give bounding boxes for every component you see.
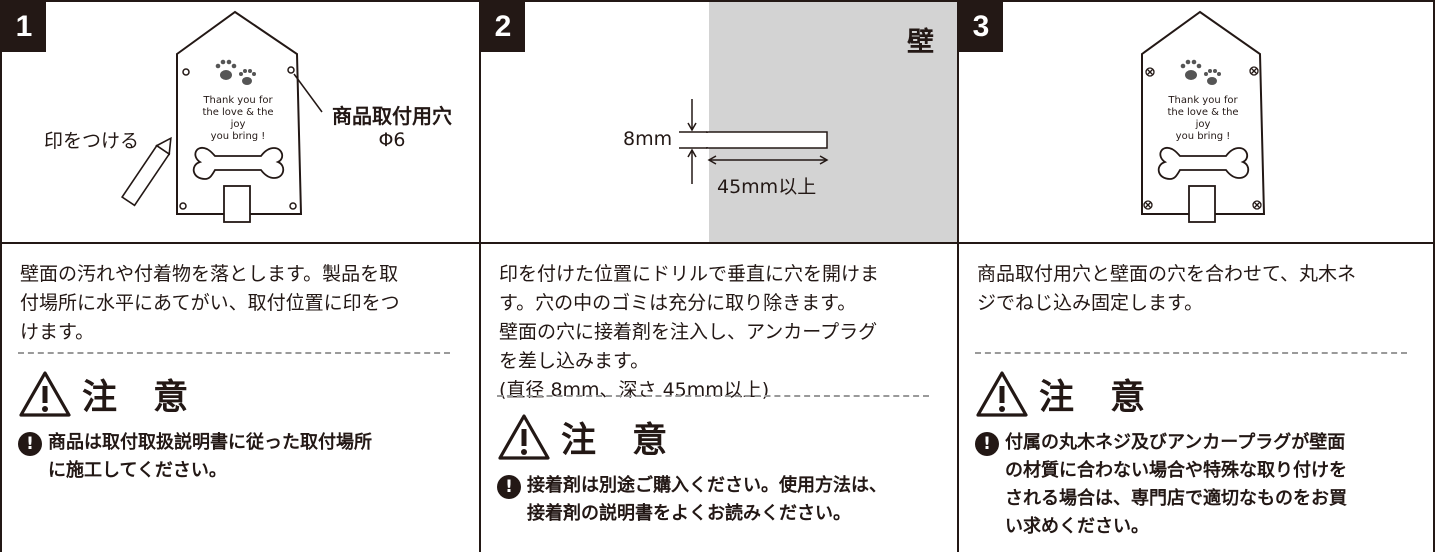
section-divider: [959, 242, 1433, 244]
section-divider: [2, 242, 480, 244]
step-panel-3: 3: [957, 2, 1435, 552]
caution-note: ! 接着剤は別途ご購入ください。使用方法は、 接着剤の説明書をよくお読みください…: [497, 472, 947, 528]
mark-label: 印をつける: [44, 130, 140, 152]
step-2-figure: 壁 2 8mm 45mm以上: [481, 2, 958, 242]
step-3-figure: 3: [959, 2, 1433, 242]
step-panel-1: 1: [0, 2, 480, 552]
dashed-separator: [497, 395, 929, 397]
mount-hole: [287, 66, 295, 74]
warning-triangle-icon: [19, 371, 71, 417]
step-number-badge: 1: [2, 2, 46, 52]
diameter-label: 8mm: [623, 128, 673, 150]
hole-label: 商品取付用穴 Φ6: [332, 104, 452, 151]
wall-label: 壁: [907, 27, 934, 58]
bone-icon: [192, 146, 285, 180]
step-number-badge: 2: [481, 2, 525, 52]
step-1-description: 壁面の汚れや付着物を落とします。製品を取 付場所に水平にあてがい、取付位置に印を…: [20, 263, 400, 343]
bone-icon: [1157, 146, 1250, 180]
caution-heading: 注 意: [975, 366, 1157, 422]
section-divider: [481, 242, 958, 244]
warning-triangle-icon: [498, 414, 550, 460]
plate-text: Thank you for the love & the joy you bri…: [1167, 95, 1239, 142]
dashed-separator: [18, 352, 450, 354]
mount-hole: [182, 68, 190, 76]
plate-with-screws-illustration: [1141, 10, 1266, 223]
hook-block: [223, 185, 251, 223]
step-number-badge: 3: [959, 2, 1003, 52]
warning-triangle-icon: [976, 371, 1028, 417]
step-1-figure: 1: [2, 2, 480, 242]
drill-hole-diagram: [679, 99, 829, 184]
exclamation-circle-icon: !: [18, 432, 42, 456]
dashed-separator: [975, 352, 1407, 354]
caution-note: ! 商品は取付取扱説明書に従った取付場所 に施工してください。: [18, 429, 468, 485]
plate-text: Thank you for the love & the joy you bri…: [202, 95, 274, 142]
paw-icon: [215, 59, 256, 85]
leader-line: [293, 73, 323, 113]
caution-note: ! 付属の丸木ネジ及びアンカープラグが壁面 の材質に合わない場合や特殊な取り付け…: [975, 429, 1425, 541]
hook-block: [1188, 185, 1216, 223]
exclamation-circle-icon: !: [497, 475, 521, 499]
depth-label: 45mm以上: [717, 176, 817, 198]
step-panel-2: 壁 2 8mm 45mm以上: [479, 2, 958, 552]
mount-hole: [289, 202, 297, 210]
caution-heading: 注 意: [18, 366, 200, 422]
paw-icon: [1180, 59, 1221, 85]
drill-hole: [706, 131, 828, 149]
plate-with-pencil-illustration: [121, 10, 323, 223]
step-2-description: 印を付けた位置にドリルで垂直に穴を開けま す。穴の中のゴミは充分に取り除きます。…: [499, 263, 880, 401]
pencil-icon: [121, 136, 172, 207]
mount-hole: [179, 202, 187, 210]
exclamation-circle-icon: !: [975, 432, 999, 456]
caution-heading: 注 意: [497, 409, 679, 465]
wall-area: 壁: [709, 2, 958, 242]
screw-icon: [1143, 66, 1262, 210]
step-3-description: 商品取付用穴と壁面の穴を合わせて、丸木ネ ジでねじ込み固定します。: [977, 263, 1357, 314]
